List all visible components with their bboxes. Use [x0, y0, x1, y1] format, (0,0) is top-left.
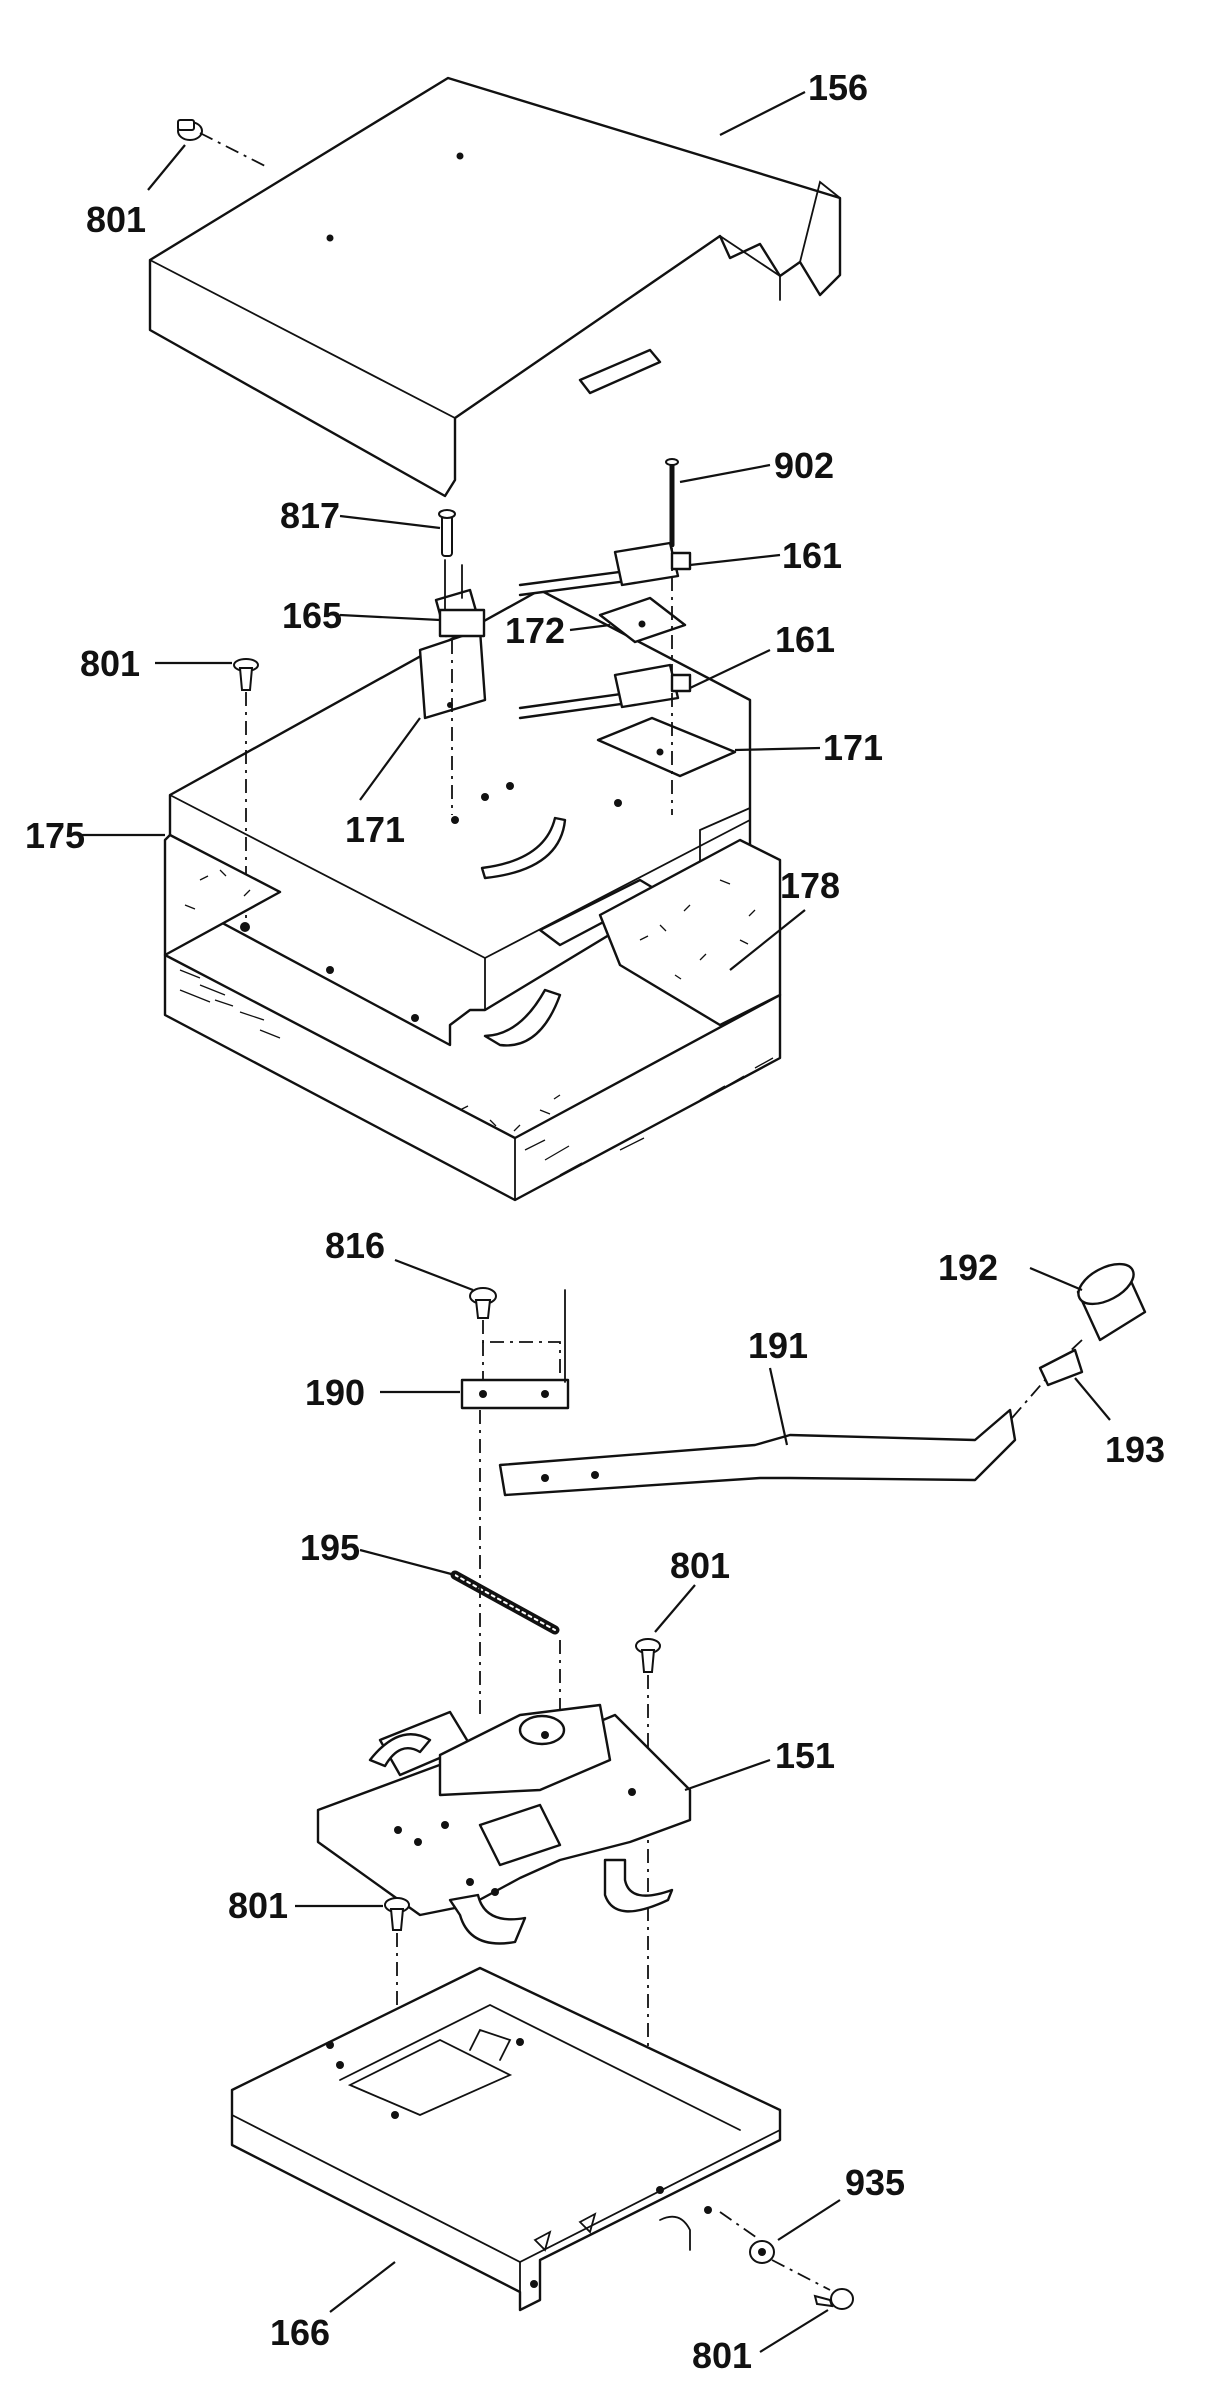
callout-172: 172 — [505, 610, 565, 651]
part-156-top-cover — [148, 76, 842, 498]
callout-175: 175 — [25, 815, 85, 856]
callout-801-bottom: 801 — [692, 2335, 752, 2376]
part-190-plate — [460, 1289, 570, 1410]
screw-801-bottom — [813, 2288, 854, 2310]
part-178-insulation — [163, 833, 782, 1202]
callout-935: 935 — [845, 2162, 905, 2203]
callout-801-top: 801 — [86, 199, 146, 240]
callout-801-mid: 801 — [670, 1545, 730, 1586]
callout-161-upper: 161 — [782, 535, 842, 576]
callout-191: 191 — [748, 1325, 808, 1366]
screw-902 — [665, 458, 679, 548]
callout-161-lower: 161 — [775, 619, 835, 660]
part-165-bracket — [434, 559, 486, 638]
part-171-pad-right — [596, 716, 737, 778]
part-193-clip — [1038, 1348, 1084, 1387]
screw-817 — [438, 509, 456, 557]
part-935-washer — [749, 2240, 775, 2264]
callout-171-right: 171 — [823, 727, 883, 768]
screw-816 — [469, 1287, 561, 1385]
callout-156: 156 — [808, 67, 868, 108]
callout-192: 192 — [938, 1247, 998, 1288]
callout-816: 816 — [325, 1225, 385, 1266]
callout-151: 151 — [775, 1735, 835, 1776]
callout-195: 195 — [300, 1527, 360, 1568]
part-161-switch-lower — [518, 663, 692, 720]
callout-165: 165 — [282, 595, 342, 636]
part-191-lever — [498, 1379, 1046, 1497]
callout-801-low: 801 — [228, 1885, 288, 1926]
callout-817: 817 — [280, 495, 340, 536]
part-195-spring — [450, 1570, 560, 1635]
callout-labels: 801 156 817 902 161 165 172 801 161 171 … — [25, 67, 1165, 2376]
screw-801-top — [177, 119, 266, 167]
callout-190: 190 — [305, 1372, 365, 1413]
screw-801-mid — [635, 1638, 661, 2185]
part-161-switch-upper — [518, 541, 692, 597]
part-172-pad — [598, 596, 687, 644]
callout-801-left: 801 — [80, 643, 140, 684]
callout-166: 166 — [270, 2312, 330, 2353]
callout-193: 193 — [1105, 1429, 1165, 1470]
part-166-bottom-tray — [230, 1966, 782, 2312]
screw-801-left — [233, 658, 259, 920]
callout-178: 178 — [780, 865, 840, 906]
part-151-latch-assembly — [316, 1703, 692, 1945]
callout-171-left: 171 — [345, 809, 405, 850]
leader-lines — [82, 91, 1111, 2353]
callout-902: 902 — [774, 445, 834, 486]
part-192-knob — [1065, 1262, 1147, 1356]
